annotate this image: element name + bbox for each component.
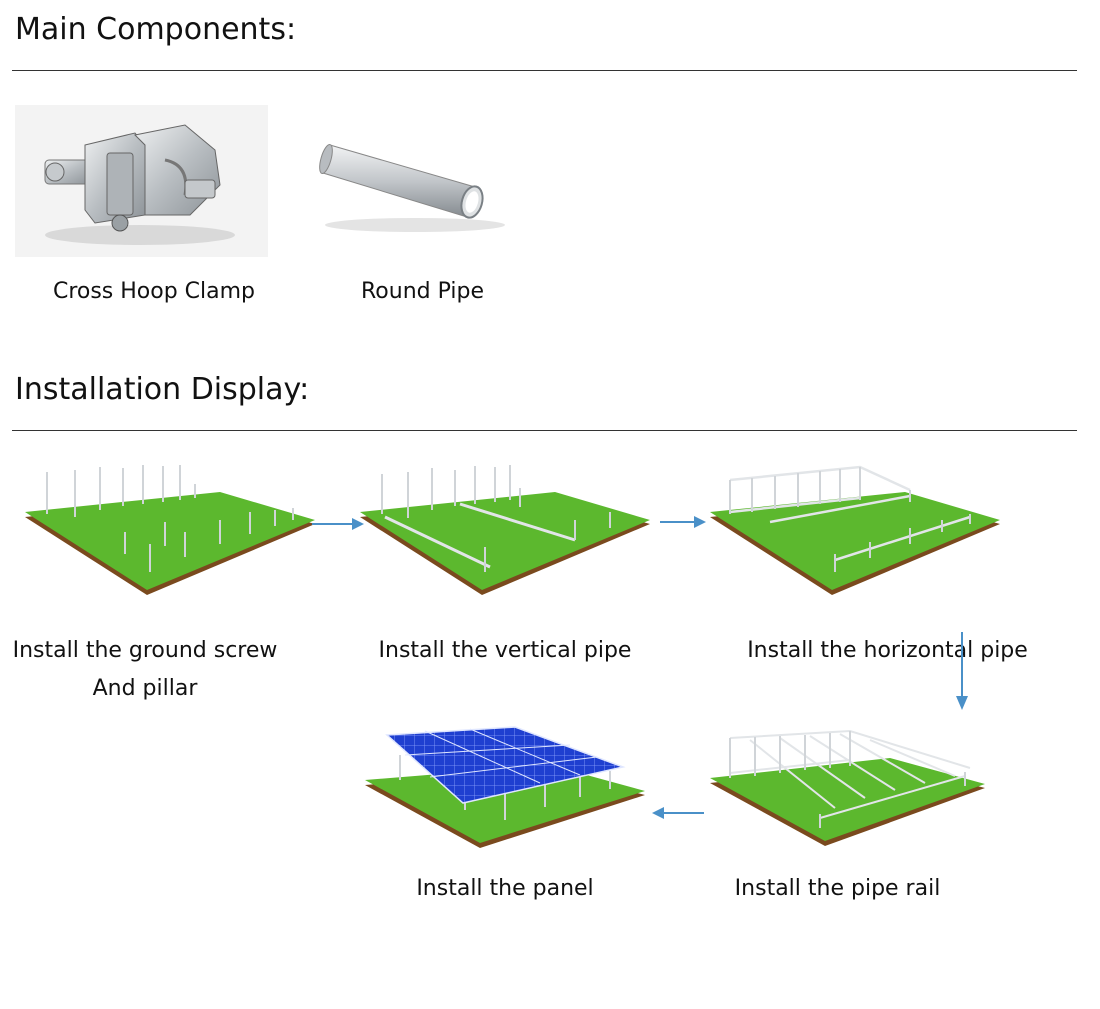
arrow-left-icon	[650, 805, 704, 821]
step-ground-screw-label: Install the ground screw And pillar	[5, 632, 285, 708]
step-ground-screw-image	[25, 462, 315, 597]
step-ground-screw-line1: Install the ground screw	[12, 638, 278, 663]
section-divider	[12, 70, 1077, 71]
arrow-down-icon	[954, 632, 970, 712]
step-panel-label: Install the panel	[416, 876, 594, 901]
step-vertical-pipe-label: Install the vertical pipe	[378, 638, 632, 663]
round-pipe-label: Round Pipe	[361, 279, 484, 304]
cross-hoop-clamp-image	[15, 105, 268, 257]
step-pipe-rail-image	[710, 728, 985, 848]
section-divider	[12, 430, 1077, 431]
step-horizontal-pipe-image	[710, 462, 1000, 597]
arrow-right-icon	[312, 516, 364, 532]
round-pipe-image	[295, 105, 525, 257]
step-vertical-pipe-image	[360, 462, 650, 597]
installation-display-title: Installation Display:	[15, 372, 310, 407]
cross-hoop-clamp-label: Cross Hoop Clamp	[52, 279, 256, 304]
main-components-title: Main Components:	[15, 12, 297, 47]
step-ground-screw-line2: And pillar	[92, 676, 198, 701]
step-horizontal-pipe-label: Install the horizontal pipe	[747, 638, 1028, 663]
step-pipe-rail-label: Install the pipe rail	[734, 876, 941, 901]
arrow-right-icon	[660, 514, 706, 530]
step-panel-image	[365, 725, 645, 850]
